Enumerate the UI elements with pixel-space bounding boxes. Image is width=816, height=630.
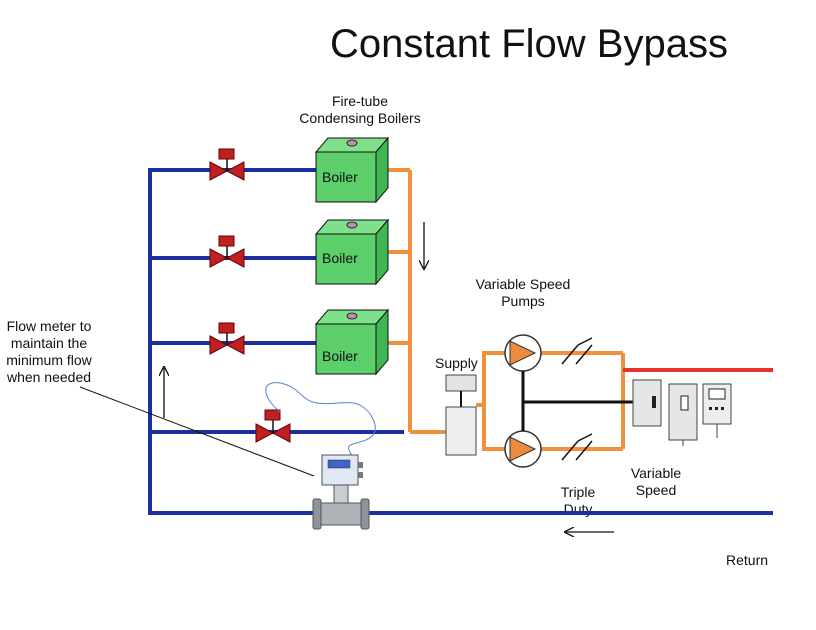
variable-speed-label: Variable Speed	[620, 465, 692, 499]
boiler-2-label: Boiler	[322, 250, 358, 266]
flow-meter-leader	[79, 386, 315, 477]
control-signal-wire	[265, 382, 376, 467]
pumps-heading-line2: Pumps	[501, 293, 545, 309]
bypass-valve-icon	[255, 409, 291, 443]
valve-icon-1	[209, 148, 245, 181]
boiler-3: Boiler	[314, 308, 390, 376]
valve-icon-3	[209, 322, 245, 355]
flow-meter-note: Flow meter to maintain the minimum flow …	[0, 318, 98, 386]
flow-meter-note-line2: maintain the	[10, 335, 88, 351]
hydraulic-separator	[445, 374, 477, 456]
boilers-heading-line2: Condensing Boilers	[299, 110, 421, 126]
supply-piping	[388, 168, 625, 451]
pump-icon-2	[504, 430, 542, 468]
return-label: Return	[726, 552, 769, 568]
pumps-heading-line1: Variable Speed	[475, 276, 571, 292]
boiler-3-label: Boiler	[322, 348, 358, 364]
variable-speed-line1: Variable	[630, 465, 682, 481]
triple-duty-valve-icon-2	[561, 433, 593, 461]
pump-inlet-manifold	[476, 351, 505, 407]
variable-speed-line2: Speed	[635, 482, 677, 498]
flow-meter-note-line1: Flow meter to	[6, 318, 92, 334]
boiler-1: Boiler	[314, 136, 390, 204]
boiler-1-label: Boiler	[322, 169, 358, 185]
flow-meter-icon	[312, 454, 370, 530]
page-title: Constant Flow Bypass	[330, 22, 728, 66]
valve-icon-2	[209, 235, 245, 268]
triple-duty-line1: Triple	[560, 484, 596, 500]
boilers-heading: Fire-tube Condensing Boilers	[290, 93, 430, 127]
flow-meter-note-line4: when needed	[6, 369, 92, 385]
pumps-heading: Variable Speed Pumps	[458, 276, 588, 310]
supply-label: Supply	[435, 355, 478, 371]
pump-inlet-manifold-lower	[482, 405, 505, 451]
pump-icon-1	[504, 334, 542, 372]
boilers-heading-line1: Fire-tube	[331, 93, 389, 109]
vfd-panel-icon	[632, 379, 732, 446]
flow-meter-note-line3: minimum flow	[6, 352, 92, 368]
triple-duty-valve-icon-1	[561, 337, 593, 365]
boiler-2: Boiler	[314, 218, 390, 286]
